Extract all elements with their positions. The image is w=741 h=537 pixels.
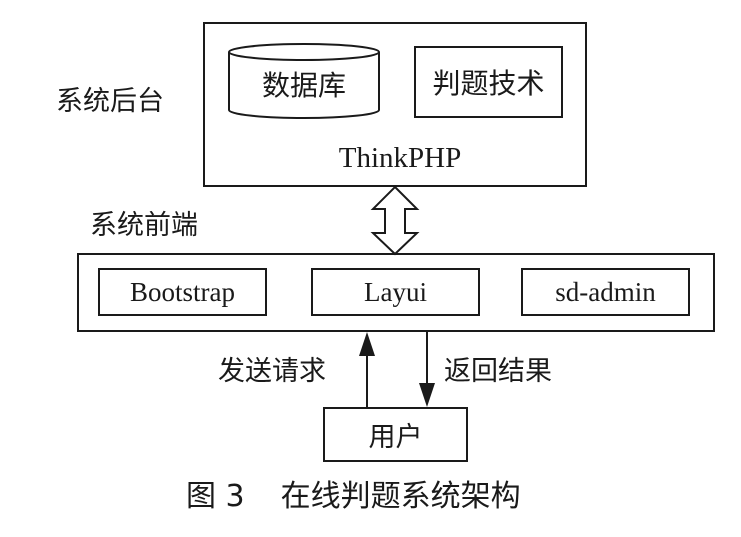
user-label: 用户 [368,422,423,453]
figure-title: 在线判题系统架构 [280,479,521,514]
framework-label: ThinkPHP [338,141,462,174]
backend-group-label: 系统后台 [56,86,164,117]
module-label: Bootstrap [130,276,235,307]
response-label: 返回结果 [444,356,552,387]
figure-caption: 图 3 在线判题系统架构 [186,482,521,512]
frontend-module-sd-admin: sd-admin [521,268,690,316]
request-label: 发送请求 [218,356,326,387]
user-box: 用户 [323,407,468,462]
bidirectional-arrow-icon [370,185,420,256]
judge-technology-label: 判题技术 [432,67,545,100]
module-label: sd-admin [555,276,656,307]
request-arrow-head-icon [359,332,375,356]
judge-technology-box: 判题技术 [414,46,563,118]
module-label: Layui [364,276,427,307]
frontend-module-layui: Layui [311,268,480,316]
response-arrow-head-icon [419,383,435,407]
frontend-module-bootstrap: Bootstrap [98,268,267,316]
figure-number: 图 3 [186,479,245,514]
database-label: 数据库 [261,69,346,102]
frontend-group-label: 系统前端 [90,210,198,241]
